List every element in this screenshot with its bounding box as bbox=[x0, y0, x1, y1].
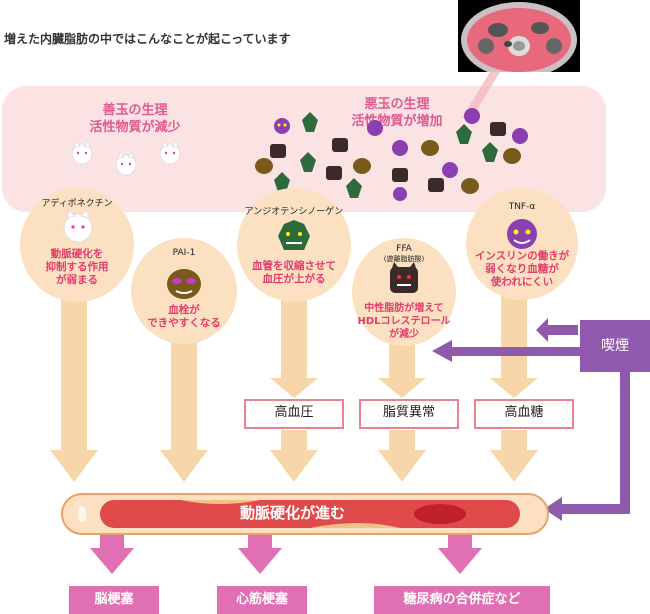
condition-hypertension: 高血圧 bbox=[244, 399, 344, 429]
cat-icon bbox=[63, 209, 93, 243]
purple-monster-icon bbox=[442, 162, 458, 178]
purple-monster-icon bbox=[464, 108, 480, 124]
olive-monster-icon bbox=[167, 269, 201, 299]
substance-circle-adiponectin: アディポネクチン 動脈硬化を 抑制する作用 が弱まる bbox=[20, 188, 134, 302]
green-monster-icon bbox=[482, 142, 498, 162]
condition-hyperglycemia: 高血糖 bbox=[474, 399, 574, 429]
black-monster-icon bbox=[390, 262, 418, 293]
substance-circle-pai1: PAI-1 血栓が できやすくなる bbox=[131, 238, 237, 344]
good-cat-icons bbox=[71, 140, 181, 176]
smoking-box: 喫煙 bbox=[580, 320, 650, 372]
purple-monster-icon bbox=[367, 120, 383, 136]
artery-label: 動脈硬化が進む bbox=[240, 504, 346, 522]
olive-monster-icon bbox=[461, 178, 479, 194]
olive-monster-icon bbox=[503, 148, 521, 164]
black-monster-icon bbox=[490, 122, 506, 136]
olive-monster-icon bbox=[353, 158, 371, 174]
artery-tube bbox=[61, 493, 549, 535]
green-monster-icon bbox=[302, 112, 318, 132]
olive-monster-icon bbox=[255, 158, 273, 174]
cat-icon bbox=[159, 140, 181, 165]
green-monster-icon bbox=[274, 172, 290, 192]
outcome-diabetes-complications: 糖尿病の合併症など bbox=[374, 586, 550, 614]
green-monster-icon bbox=[300, 152, 316, 172]
black-monster-icon bbox=[332, 138, 348, 152]
ct-scan-image bbox=[458, 0, 580, 72]
outcome-myocardial-infarction: 心筋梗塞 bbox=[217, 586, 307, 614]
green-monster-icon bbox=[456, 124, 472, 144]
outcome-stroke: 脳梗塞 bbox=[69, 586, 159, 614]
cat-icon bbox=[71, 140, 93, 165]
page-title: 増えた内臓脂肪の中ではこんなことが起こっています bbox=[4, 32, 291, 46]
cat-icon bbox=[115, 150, 137, 176]
green-monster-icon bbox=[278, 220, 310, 250]
substance-circle-ffa: FFA (遊離脂肪酸) 中性脂肪が増えて HDLコレステロール が減少 bbox=[352, 238, 456, 346]
black-monster-icon bbox=[326, 166, 342, 180]
black-monster-icon bbox=[428, 178, 444, 192]
bad-substance-icons bbox=[255, 108, 528, 201]
green-monster-icon bbox=[346, 178, 362, 198]
substance-circle-angiotensinogen: アンジオテンシノーゲン 血管を収縮させて 血圧が上がる bbox=[237, 188, 351, 302]
purple-monster-icon bbox=[512, 128, 528, 144]
purple-monster-icon bbox=[393, 187, 407, 201]
olive-monster-icon bbox=[421, 140, 439, 156]
purple-monster-icon bbox=[274, 118, 290, 134]
black-monster-icon bbox=[270, 144, 286, 158]
purple-monster-icon bbox=[507, 219, 537, 249]
condition-dyslipidemia: 脂質異常 bbox=[359, 399, 459, 429]
good-substances-label: 善玉の生理 活性物質が減少 bbox=[89, 103, 181, 135]
substance-circle-tnf: TNF-α インスリンの働きが 弱くなり血糖が 使われにくい bbox=[466, 188, 578, 300]
black-monster-icon bbox=[392, 168, 408, 182]
purple-monster-icon bbox=[392, 140, 408, 156]
